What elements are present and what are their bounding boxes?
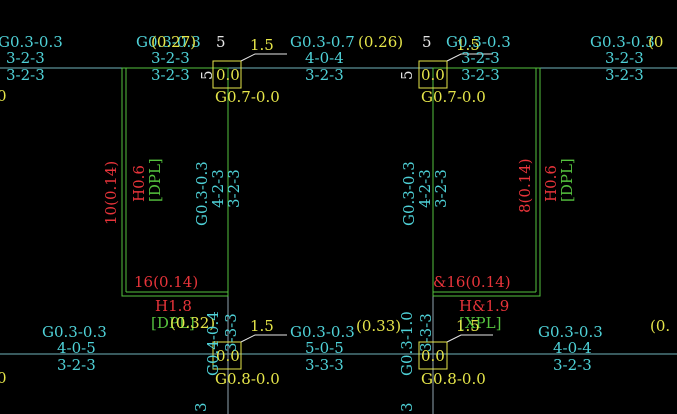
- bottom-mid-beam-label[interactable]: G0.3-0.3: [290, 323, 355, 341]
- top-left-edge-paren: 0: [0, 87, 7, 105]
- bottom-left-bottom-mark: 3: [192, 402, 210, 412]
- top-mid-rebar-1: 4-0-4: [305, 49, 344, 67]
- bottom-far-paren: (0.: [650, 317, 670, 335]
- top-left-vertical-mark: 5: [198, 70, 216, 80]
- top-right-rebar-1: 3-2-3: [461, 49, 500, 67]
- opening-annotations: 16(0.14) H1.8 [DPL] (0.32) &16(0.14) H&1…: [134, 273, 511, 332]
- vertical-annotations: 10(0.14) H0.6 [DPL] G0.3-0.3 4-2-3 3-2-3…: [102, 158, 576, 226]
- bottom-right-box-value: 0.0: [421, 347, 445, 365]
- top-span-paren: (0.27): [151, 33, 196, 51]
- top-right-joint-label[interactable]: G0.7-0.0: [421, 88, 486, 106]
- top-mid-rebar-2: 3-2-3: [305, 66, 344, 84]
- top-far-beam-label[interactable]: G0.3-0.3: [590, 33, 655, 51]
- bottom-right-column-box[interactable]: [418, 341, 448, 370]
- bottom-left-beam-label[interactable]: G0.3-0.3: [42, 323, 107, 341]
- top-left-leader: [240, 53, 287, 62]
- bottom-right-vertical-rebar: 3-3-3: [417, 313, 435, 352]
- left-opening-dim[interactable]: 16(0.14): [134, 273, 198, 291]
- top-left-column-tag: 5: [216, 33, 226, 51]
- top-mid-paren: (0.26): [358, 33, 403, 51]
- top-beam-annotations: G0.3-0.3 3-2-3 3-2-3 0 G0.3-0.3 (0.27) 3…: [0, 33, 663, 106]
- right-col-vertical-rebar-1: 4-2-3: [416, 169, 434, 208]
- bottom-left-rebar-1: 4-0-5: [57, 339, 96, 357]
- left-wall-rect: [121, 67, 229, 297]
- bottom-left-column-box[interactable]: [212, 341, 242, 370]
- wall-outlines: [121, 67, 541, 297]
- bottom-mid-rebar-2: 3-3-3: [305, 356, 344, 374]
- top-left-rebar-1: 3-2-3: [6, 49, 45, 67]
- top-span-rebar-2: 3-2-3: [151, 66, 190, 84]
- bottom-right-rebar-2: 3-2-3: [553, 356, 592, 374]
- bottom-mid-rebar-1: 5-0-5: [305, 339, 344, 357]
- bottom-right-side-num: 1.5: [456, 317, 480, 335]
- top-right-vertical-mark: 5: [398, 70, 416, 80]
- top-far-paren: (0: [648, 33, 663, 51]
- bottom-left-vertical-rebar: 3-3-3: [222, 313, 240, 352]
- top-right-side-num: 1.5: [456, 36, 480, 54]
- top-right-leader: [446, 53, 493, 62]
- top-right-beam-label[interactable]: G0.3-0.3: [446, 33, 511, 51]
- left-opening-type: [DPL]: [151, 314, 195, 332]
- bottom-left-side-num: 1.5: [250, 317, 274, 335]
- right-opening-dim[interactable]: &16(0.14): [433, 273, 511, 291]
- bottom-beam-annotations: G0.3-0.3 4-0-5 3-2-3 0 1.5 0.0 G0.8-0.0 …: [0, 311, 670, 412]
- top-far-rebar-2: 3-2-3: [605, 66, 644, 84]
- top-left-column-box[interactable]: [212, 60, 242, 89]
- left-opening-height: H1.8: [155, 297, 192, 315]
- top-left-side-num: 1.5: [250, 36, 274, 54]
- bottom-right-bottom-mark: 3: [398, 402, 416, 412]
- left-opening-extra: (0.32): [170, 314, 215, 332]
- top-left-box-value: 0.0: [216, 66, 240, 84]
- bottom-left-box-value: 0.0: [216, 347, 240, 365]
- top-span-beam-label[interactable]: G0.3-0.3: [136, 33, 201, 51]
- top-left-joint-label[interactable]: G0.7-0.0: [215, 88, 280, 106]
- bottom-left-joint-label[interactable]: G0.8-0.0: [215, 370, 280, 388]
- top-far-rebar-1: 3-2-3: [605, 49, 644, 67]
- left-col-vertical-rebar-2: 3-2-3: [225, 169, 243, 208]
- bottom-right-beam-label[interactable]: G0.3-0.3: [538, 323, 603, 341]
- top-right-rebar-2: 3-2-3: [461, 66, 500, 84]
- bottom-left-vertical-label[interactable]: G0.4-0.4: [204, 311, 222, 376]
- right-wall-dim[interactable]: 8(0.14): [516, 158, 534, 213]
- top-mid-beam-label[interactable]: G0.3-0.7: [290, 33, 355, 51]
- top-span-rebar-1: 3-2-3: [151, 49, 190, 67]
- top-right-box-value: 0.0: [421, 66, 445, 84]
- bottom-right-vertical-label[interactable]: G0.3-1.0: [398, 311, 416, 376]
- bottom-right-joint-label[interactable]: G0.8-0.0: [421, 370, 486, 388]
- top-left-beam-label[interactable]: G0.3-0.3: [0, 33, 63, 51]
- left-wall-tag: H0.6: [130, 165, 148, 202]
- right-col-vertical-rebar-2: 3-2-3: [432, 169, 450, 208]
- left-wall-type: [DPL]: [146, 158, 164, 202]
- bottom-left-leader: [240, 334, 287, 343]
- bottom-left-edge-paren: 0: [0, 369, 7, 387]
- left-wall-dim[interactable]: 10(0.14): [102, 161, 120, 225]
- right-wall-tag: H0.6: [542, 165, 560, 202]
- top-right-column-box[interactable]: [418, 60, 448, 89]
- bottom-mid-paren: (0.33): [356, 317, 401, 335]
- bottom-right-leader: [446, 334, 493, 343]
- right-col-vertical-label[interactable]: G0.3-0.3: [400, 161, 418, 226]
- right-wall-type: [DPL]: [558, 158, 576, 202]
- column-boxes: [212, 53, 493, 370]
- top-right-column-tag: 5: [422, 33, 432, 51]
- right-opening-type: [XPL]: [459, 314, 501, 332]
- bottom-left-rebar-2: 3-2-3: [57, 356, 96, 374]
- bottom-right-rebar-1: 4-0-4: [553, 339, 592, 357]
- right-opening-height: H&1.9: [459, 297, 509, 315]
- left-col-vertical-label[interactable]: G0.3-0.3: [193, 161, 211, 226]
- left-col-vertical-rebar-1: 4-2-3: [209, 169, 227, 208]
- right-wall-rect: [432, 67, 541, 297]
- top-left-rebar-2: 3-2-3: [6, 66, 45, 84]
